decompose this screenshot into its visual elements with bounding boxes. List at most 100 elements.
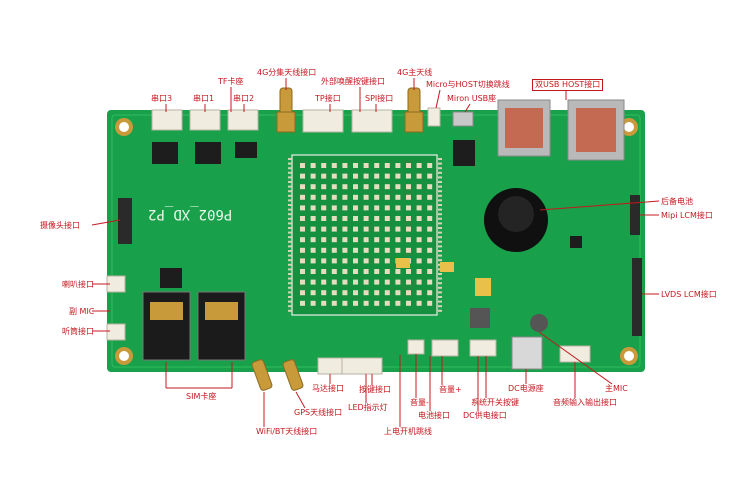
module-pad (384, 300, 390, 306)
module-pad (427, 194, 433, 200)
module-pad (342, 216, 348, 221)
audio-connector (559, 345, 591, 363)
label-key: 按键接口 (359, 385, 391, 394)
module-pad (342, 279, 348, 285)
module-pad (384, 258, 390, 264)
module-pin (438, 309, 442, 312)
module-pad (353, 258, 358, 264)
module-pad (395, 237, 401, 243)
label-sim-slot: SIM卡座 (186, 392, 217, 401)
module-pad (427, 216, 433, 221)
module-pad (384, 237, 390, 243)
label-volume-plus: 音量+ (439, 385, 462, 394)
module-pin (438, 204, 442, 206)
module-pin (288, 240, 292, 243)
module-pad (427, 247, 433, 253)
module-pad (384, 163, 390, 168)
module-pad (331, 173, 337, 179)
module-pad-grid (300, 163, 433, 306)
module-pad (331, 300, 337, 306)
module-pin (438, 185, 442, 188)
module-pad (384, 194, 390, 200)
module-pin (438, 176, 442, 179)
module-pad (363, 247, 369, 253)
module-pad (321, 184, 327, 190)
label-dc-supply: DC供电接口 (463, 411, 507, 420)
module-pad (406, 300, 411, 306)
module-pad (310, 216, 316, 221)
label-uart2: 串口2 (233, 94, 255, 103)
module-pad (374, 290, 380, 296)
module-pad (321, 173, 327, 179)
module-pin (288, 217, 292, 220)
module-pin (288, 259, 292, 262)
module-pin (288, 245, 292, 248)
module-pad (406, 290, 411, 296)
module-pin (438, 282, 442, 285)
module-pad (363, 269, 369, 274)
module-pin (288, 231, 292, 234)
module-pad (363, 290, 369, 296)
module-pin (438, 167, 442, 170)
board-model-silkscreen: P602_XD_P2 (148, 206, 233, 222)
module-pad (395, 279, 401, 285)
module-pin (438, 213, 442, 216)
module-pad (406, 205, 411, 211)
label-main-mic: 主MIC (605, 384, 628, 393)
module-pin (288, 277, 292, 280)
lvds-fpc-connector (632, 258, 642, 336)
label-micro-host-jumper: Micro与HOST切换跳线 (426, 80, 510, 89)
module-pin (288, 167, 292, 170)
module-pad (384, 173, 390, 179)
module-pin (288, 273, 292, 275)
module-pad (300, 205, 305, 211)
module-pad (395, 247, 401, 253)
module-edge-pins (288, 158, 442, 312)
module-pad (342, 226, 348, 232)
module-pad (300, 258, 305, 264)
module-pad (374, 163, 380, 168)
label-4g-div-antenna: 4G分集天线接口 (257, 68, 317, 77)
module-pad (342, 258, 348, 264)
module-pad (300, 237, 305, 243)
module-pad (321, 290, 327, 296)
module-pin (438, 245, 442, 248)
module-pad (427, 300, 433, 306)
label-dual-usb-host: 双USB HOST接口 (532, 79, 604, 91)
module-pad (310, 184, 316, 190)
bottom-connectors (317, 339, 497, 375)
module-pin (288, 171, 292, 174)
label-mipi-lcm: Mipi LCM接口 (661, 211, 713, 220)
module-pad (331, 226, 337, 232)
label-ext-key: 外部唤醒按键接口 (321, 77, 385, 86)
module-pad (384, 279, 390, 285)
module-pad (353, 216, 358, 221)
module-pin (288, 250, 292, 252)
module-pad (310, 290, 316, 296)
leader-line (539, 200, 660, 211)
module-pin (438, 286, 442, 289)
module-pad (416, 269, 422, 274)
module-pad (363, 194, 369, 200)
label-spi: SPI接口 (365, 94, 394, 103)
module-pad (353, 163, 358, 168)
leader-line (538, 331, 613, 385)
module-pad (363, 216, 369, 221)
module-pad (363, 163, 369, 168)
module-pad (363, 237, 369, 243)
module-pad (363, 226, 369, 232)
module-pad (353, 279, 358, 285)
module-pin (438, 231, 442, 234)
module-pin (438, 217, 442, 220)
module-pad (384, 216, 390, 221)
module-pad (342, 194, 348, 200)
module-pad (342, 290, 348, 296)
module-pin (288, 305, 292, 308)
module-pad (395, 300, 401, 306)
module-pad (310, 300, 316, 306)
label-battery: 电池接口 (418, 411, 450, 420)
usb-host-ports (497, 99, 625, 161)
module-pin (288, 181, 292, 183)
module-pad (310, 205, 316, 211)
